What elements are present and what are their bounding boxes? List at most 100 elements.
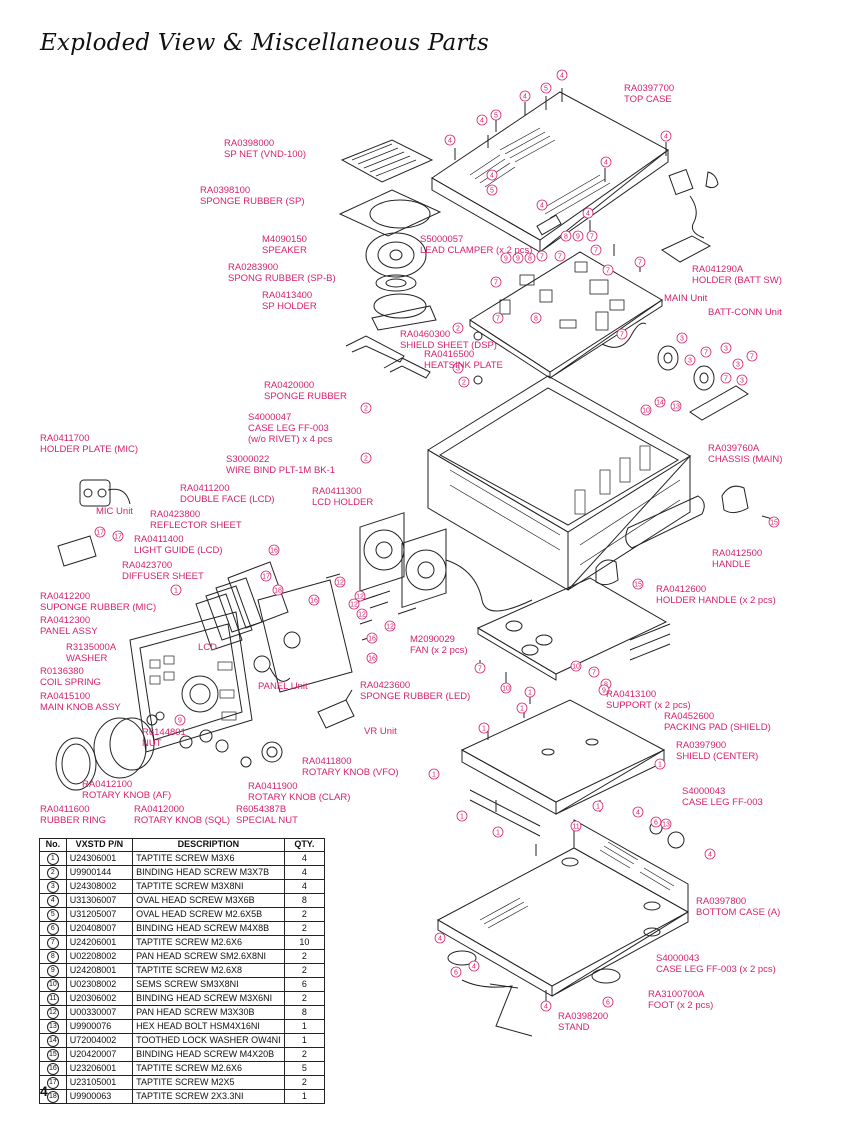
svg-text:1: 1 bbox=[520, 706, 524, 713]
part-description-cell: PAN HEAD SCREW SM2.6X8NI bbox=[132, 948, 285, 964]
svg-text:13: 13 bbox=[672, 404, 680, 411]
part-number-marker: 9 bbox=[174, 714, 186, 726]
svg-text:12: 12 bbox=[356, 594, 364, 601]
part-qty-cell: 1 bbox=[283, 1088, 326, 1104]
part-number-marker: 1 bbox=[428, 768, 440, 780]
part-number-marker: 2 bbox=[452, 322, 464, 334]
part-number-cell-no: 6 bbox=[39, 920, 67, 936]
part-number-marker: 17 bbox=[94, 526, 106, 538]
part-number-cell-no: 8 bbox=[39, 948, 67, 964]
part-number-marker: 9 bbox=[598, 684, 610, 696]
svg-text:9: 9 bbox=[576, 234, 580, 241]
fans-drawing bbox=[359, 512, 533, 612]
part-number-marker: 13 bbox=[670, 400, 682, 412]
speaker-stack-drawing bbox=[338, 139, 442, 331]
part-number-cell-no: 9 bbox=[39, 962, 67, 978]
svg-text:1: 1 bbox=[496, 830, 500, 837]
part-number-marker: 4 bbox=[468, 960, 480, 972]
part-description-cell: HEX HEAD BOLT HSM4X16NI bbox=[132, 1018, 285, 1034]
part-description-cell: BINDING HEAD SCREW M3X6NI bbox=[132, 990, 285, 1006]
svg-text:8: 8 bbox=[528, 256, 532, 263]
part-number-cell-no: 10 bbox=[39, 976, 67, 992]
part-pn-cell: U20306002 bbox=[65, 990, 134, 1006]
part-number-marker: 1 bbox=[456, 810, 468, 822]
svg-text:7: 7 bbox=[540, 254, 544, 261]
part-number-cell-no: 3 bbox=[39, 878, 67, 894]
svg-text:1: 1 bbox=[174, 588, 178, 595]
svg-text:14: 14 bbox=[656, 400, 664, 407]
svg-text:12: 12 bbox=[336, 580, 344, 587]
part-qty-cell: 4 bbox=[283, 850, 326, 866]
circled-number: 13 bbox=[46, 1020, 59, 1033]
part-number-marker: 8 bbox=[524, 252, 536, 264]
svg-text:3: 3 bbox=[456, 366, 460, 373]
svg-text:5: 5 bbox=[490, 188, 494, 195]
part-number-marker: 8 bbox=[560, 230, 572, 242]
circled-number: 9 bbox=[46, 964, 59, 977]
part-qty-cell: 8 bbox=[283, 1004, 326, 1020]
svg-text:8: 8 bbox=[604, 682, 608, 689]
part-number-marker: 16 bbox=[366, 652, 378, 664]
bottom-case-drawing bbox=[436, 819, 690, 997]
part-number-marker: 4 bbox=[632, 806, 644, 818]
svg-text:3: 3 bbox=[688, 358, 692, 365]
part-number-marker: 7 bbox=[474, 662, 486, 674]
part-pn-cell: U02308002 bbox=[65, 976, 134, 992]
part-number-marker: 9 bbox=[500, 252, 512, 264]
batt-conn-unit-drawing bbox=[657, 345, 749, 421]
part-number-cell-no: 4 bbox=[39, 892, 67, 908]
part-number-marker: 18 bbox=[272, 584, 284, 596]
svg-text:4: 4 bbox=[664, 134, 668, 141]
part-number-marker: 6 bbox=[450, 966, 462, 978]
part-number-marker: 1 bbox=[492, 826, 504, 838]
part-qty-cell: 2 bbox=[283, 906, 326, 922]
part-number-marker: 4 bbox=[600, 156, 612, 168]
part-number-marker: 12 bbox=[384, 620, 396, 632]
part-qty-cell: 2 bbox=[283, 948, 326, 964]
part-number-marker: 8 bbox=[530, 312, 542, 324]
circled-number: 8 bbox=[46, 950, 59, 963]
col-pn: VXSTD P/N bbox=[65, 838, 134, 852]
svg-text:7: 7 bbox=[478, 666, 482, 673]
svg-text:4: 4 bbox=[448, 138, 452, 145]
part-number-marker: 9 bbox=[512, 252, 524, 264]
svg-text:18: 18 bbox=[274, 588, 282, 595]
part-number-marker: 3 bbox=[684, 354, 696, 366]
part-number-marker: 4 bbox=[660, 130, 672, 142]
part-number-marker: 4 bbox=[444, 134, 456, 146]
part-number-marker: 10 bbox=[500, 682, 512, 694]
svg-text:15: 15 bbox=[770, 520, 778, 527]
svg-text:4: 4 bbox=[560, 73, 564, 80]
panel-unit-drawing bbox=[253, 579, 353, 693]
batt-switch-drawing bbox=[660, 168, 719, 263]
circled-number: 6 bbox=[46, 922, 59, 935]
feet-stand-drawing bbox=[447, 927, 661, 1037]
part-number-marker: 2 bbox=[360, 452, 372, 464]
part-number-marker: 4 bbox=[486, 169, 498, 181]
part-description-cell: TAPTITE SCREW M3X8NI bbox=[132, 878, 285, 894]
part-number-marker: 4 bbox=[704, 848, 716, 860]
svg-text:7: 7 bbox=[590, 234, 594, 241]
page-number: 4 bbox=[40, 1083, 48, 1099]
svg-text:17: 17 bbox=[262, 574, 270, 581]
svg-text:2: 2 bbox=[462, 380, 466, 387]
part-number-marker: 3 bbox=[452, 362, 464, 374]
shield-center-drawing bbox=[460, 699, 666, 837]
part-description-cell: TAPTITE SCREW M2.6X8 bbox=[132, 962, 285, 978]
part-description-cell: SEMS SCREW SM3X8NI bbox=[132, 976, 285, 992]
part-number-marker: 7 bbox=[602, 264, 614, 276]
circled-number: 7 bbox=[46, 936, 59, 949]
circled-number: 12 bbox=[46, 1006, 59, 1019]
svg-text:4: 4 bbox=[540, 203, 544, 210]
part-number-marker: 7 bbox=[492, 312, 504, 324]
part-number-marker: 1 bbox=[478, 722, 490, 734]
part-description-cell: TAPTITE SCREW M3X6 bbox=[132, 850, 285, 866]
part-description-cell: TAPTITE SCREW 2X3.3NI bbox=[132, 1088, 285, 1104]
